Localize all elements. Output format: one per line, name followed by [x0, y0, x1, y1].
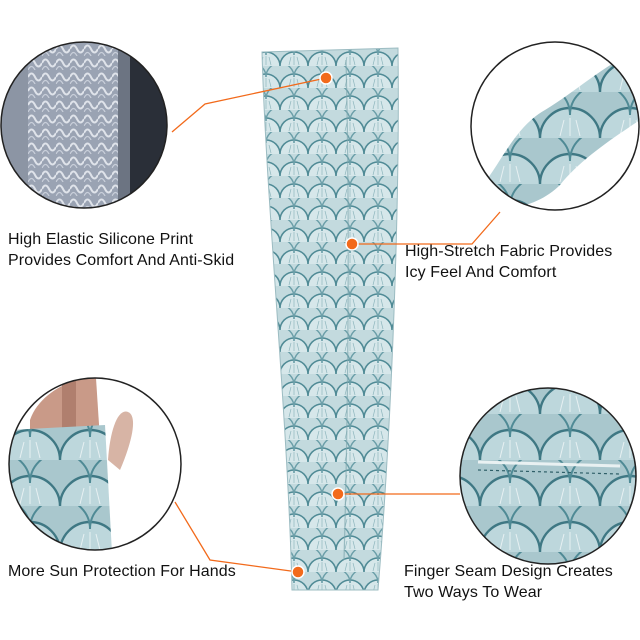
hand-thumb-hole-closeup-image: [8, 377, 182, 551]
caption-line: Two Ways To Wear: [404, 584, 543, 601]
marker-dot-seam: [331, 487, 345, 501]
callout-line-fabric: [352, 211, 501, 245]
marker-dot-fabric: [345, 237, 359, 251]
caption-line: Icy Feel And Comfort: [405, 264, 557, 281]
callout-line-silicone: [171, 77, 327, 133]
caption-line: Finger Seam Design Creates: [404, 563, 613, 580]
caption-finger-seam: Finger Seam Design Creates Two Ways To W…: [404, 561, 613, 603]
worn-sleeve-closeup-image: [470, 41, 640, 211]
callout-line-hand: [174, 501, 299, 573]
arm-sleeve: [261, 47, 399, 591]
caption-line: Provides Comfort And Anti-Skid: [8, 252, 235, 269]
caption-line: High-Stretch Fabric Provides: [405, 243, 613, 260]
callout-lines: [171, 77, 501, 573]
finger-seam-closeup-image: [459, 387, 637, 565]
caption-silicone-print: High Elastic Silicone Print Provides Com…: [8, 229, 234, 271]
caption-high-stretch-fabric: High-Stretch Fabric Provides Icy Feel An…: [405, 241, 612, 283]
caption-line: More Sun Protection For Hands: [8, 563, 236, 580]
callout-markers: [291, 71, 359, 579]
caption-line: High Elastic Silicone Print: [8, 231, 193, 248]
marker-dot-hand: [291, 565, 305, 579]
caption-sun-protection: More Sun Protection For Hands: [8, 561, 236, 582]
marker-dot-silicone: [319, 71, 333, 85]
silicone-print-closeup-image: [0, 41, 168, 209]
